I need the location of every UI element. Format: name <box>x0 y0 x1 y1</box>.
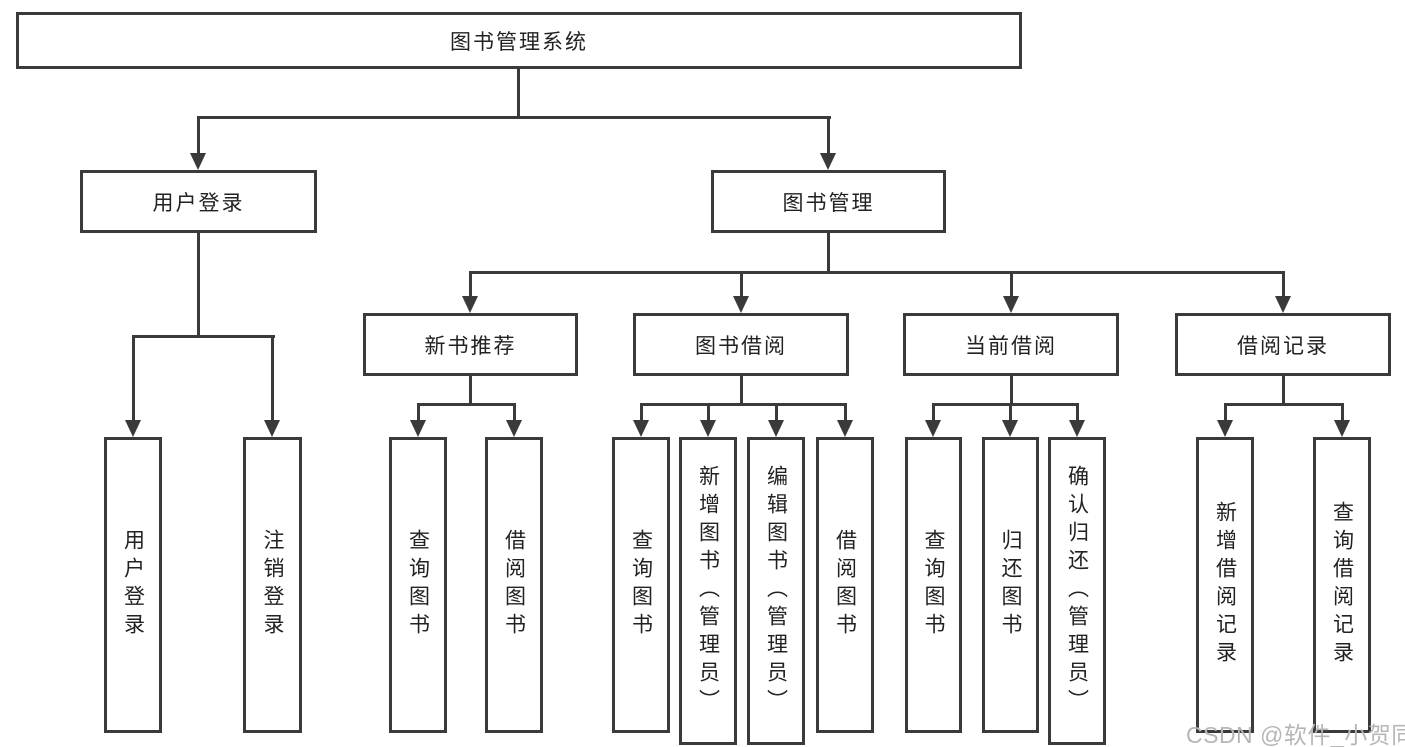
leaf-borrow-books-borrowing: 借阅图书 <box>816 437 874 733</box>
arrow-down-icon <box>925 403 941 437</box>
leaf-return-books-label: 归还图书 <box>999 529 1022 641</box>
leaf-add-book-admin-label: 新增图书（管理员） <box>696 465 720 717</box>
leaf-logout: 注销登录 <box>243 437 302 733</box>
connector-user-login-hline <box>132 335 275 338</box>
arrow-down-icon <box>264 335 280 437</box>
node-root: 图书管理系统 <box>16 12 1022 69</box>
leaf-edit-book-admin-label: 编辑图书（管理员） <box>764 465 788 717</box>
leaf-query-borrow-record: 查询借阅记录 <box>1313 437 1371 733</box>
connector-root-hline <box>197 116 831 119</box>
csdn-watermark: CSDN @软件_小贺同学 <box>1186 722 1405 747</box>
connector-current-borrowing-vline <box>1010 375 1013 406</box>
arrow-down-icon <box>1003 271 1019 313</box>
leaf-user-login: 用户登录 <box>104 437 162 733</box>
connector-new-book-vline <box>469 375 472 406</box>
node-root-label: 图书管理系统 <box>450 30 588 54</box>
arrow-down-icon <box>462 271 478 313</box>
node-book-borrowing: 图书借阅 <box>633 313 849 376</box>
connector-borrowing-records-vline <box>1282 375 1285 406</box>
node-user-login-label: 用户登录 <box>152 191 245 215</box>
arrow-down-icon <box>633 403 649 437</box>
connector-book-management-vline <box>827 232 830 274</box>
connector-user-login-vline <box>197 232 200 338</box>
leaf-edit-book-admin: 编辑图书（管理员） <box>747 437 805 745</box>
leaf-query-books-current-label: 查询图书 <box>922 529 945 641</box>
node-new-book-recommend: 新书推荐 <box>363 313 578 376</box>
leaf-query-books-recommend: 查询图书 <box>389 437 447 733</box>
leaf-borrow-books-recommend-label: 借阅图书 <box>502 529 526 641</box>
node-book-borrowing-label: 图书借阅 <box>695 334 787 358</box>
arrow-down-icon <box>1334 403 1350 437</box>
connector-book-management-hline <box>469 271 1285 274</box>
arrow-down-icon <box>1275 271 1291 313</box>
arrow-down-icon <box>820 116 836 170</box>
arrow-down-icon <box>733 271 749 313</box>
arrow-down-icon <box>700 403 716 437</box>
leaf-confirm-return-admin: 确认归还（管理员） <box>1048 437 1106 745</box>
node-borrowing-records-label: 借阅记录 <box>1237 334 1329 358</box>
leaf-borrow-books-borrowing-label: 借阅图书 <box>833 529 857 641</box>
leaf-confirm-return-admin-label: 确认归还（管理员） <box>1065 465 1089 717</box>
leaf-query-books-borrowing-label: 查询图书 <box>629 529 653 641</box>
leaf-add-book-admin: 新增图书（管理员） <box>679 437 737 745</box>
node-new-book-recommend-label: 新书推荐 <box>424 334 517 358</box>
arrow-down-icon <box>768 403 784 437</box>
leaf-return-books: 归还图书 <box>982 437 1039 733</box>
connector-root-vline <box>517 69 520 119</box>
arrow-down-icon <box>410 403 426 437</box>
leaf-add-borrow-record-label: 新增借阅记录 <box>1213 501 1237 669</box>
leaf-query-books-recommend-label: 查询图书 <box>406 529 430 641</box>
leaf-add-borrow-record: 新增借阅记录 <box>1196 437 1254 733</box>
leaf-borrow-books-recommend: 借阅图书 <box>485 437 543 733</box>
node-current-borrowing: 当前借阅 <box>903 313 1119 376</box>
arrow-down-icon <box>1069 403 1085 437</box>
arrow-down-icon <box>125 335 141 437</box>
connector-new-book-hline <box>417 403 516 406</box>
node-book-management: 图书管理 <box>711 170 946 233</box>
node-current-borrowing-label: 当前借阅 <box>965 334 1057 358</box>
arrow-down-icon <box>190 116 206 170</box>
leaf-logout-label: 注销登录 <box>261 529 284 641</box>
arrow-down-icon <box>837 403 853 437</box>
leaf-query-books-current: 查询图书 <box>905 437 962 733</box>
arrow-down-icon <box>506 403 522 437</box>
leaf-query-books-borrowing: 查询图书 <box>612 437 670 733</box>
leaf-query-borrow-record-label: 查询借阅记录 <box>1330 501 1354 669</box>
connector-current-borrowing-hline <box>933 403 1079 406</box>
arrow-down-icon <box>1002 403 1018 437</box>
node-book-management-label: 图书管理 <box>782 191 875 215</box>
node-borrowing-records: 借阅记录 <box>1175 313 1391 376</box>
connector-book-borrowing-hline <box>640 403 847 406</box>
arrow-down-icon <box>1217 403 1233 437</box>
connector-book-borrowing-vline <box>740 375 743 406</box>
connector-borrowing-records-hline <box>1224 403 1344 406</box>
node-user-login: 用户登录 <box>80 170 317 233</box>
leaf-user-login-label: 用户登录 <box>121 529 145 641</box>
